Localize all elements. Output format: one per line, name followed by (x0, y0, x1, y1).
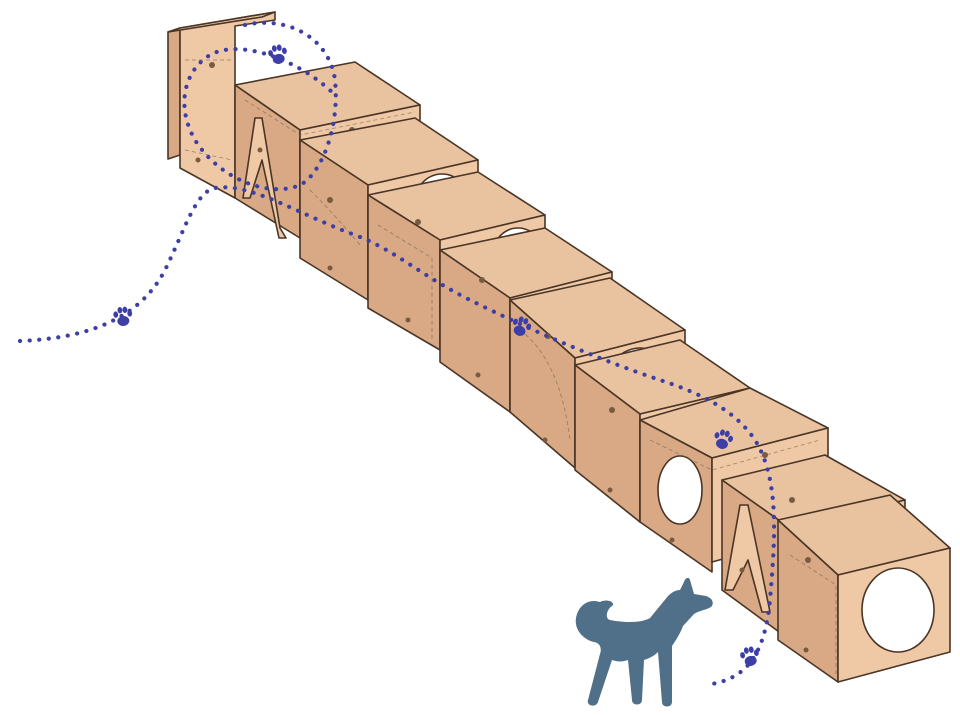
paw-print-icon (714, 429, 733, 449)
paw-print-icon (740, 646, 759, 666)
dog-silhouette-icon (575, 577, 713, 707)
paw-print-icon (113, 306, 133, 326)
paw-print-icon (268, 44, 287, 64)
tunnel-module-10 (777, 494, 951, 683)
paw-print-icon (512, 316, 532, 336)
dog-path-dotted-loop (182, 20, 338, 192)
